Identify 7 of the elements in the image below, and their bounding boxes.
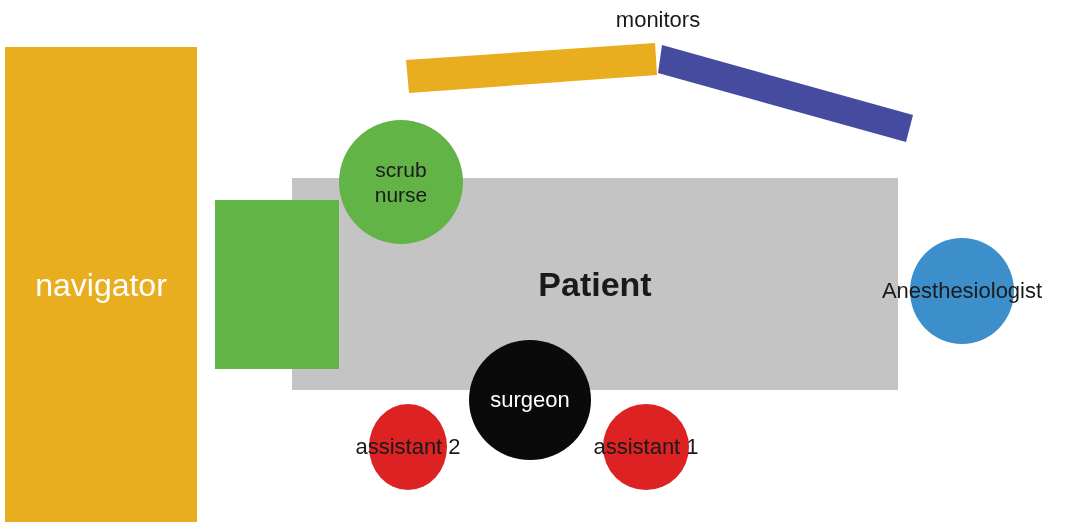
monitors-label: monitors (615, 7, 701, 33)
role-label: navigator (35, 265, 167, 304)
patient-label: Patient (538, 263, 652, 305)
role-label: surgeon (490, 386, 570, 414)
navigator-block (5, 47, 197, 522)
role-label: scrub nurse (373, 156, 429, 208)
table-end-block (215, 200, 339, 369)
